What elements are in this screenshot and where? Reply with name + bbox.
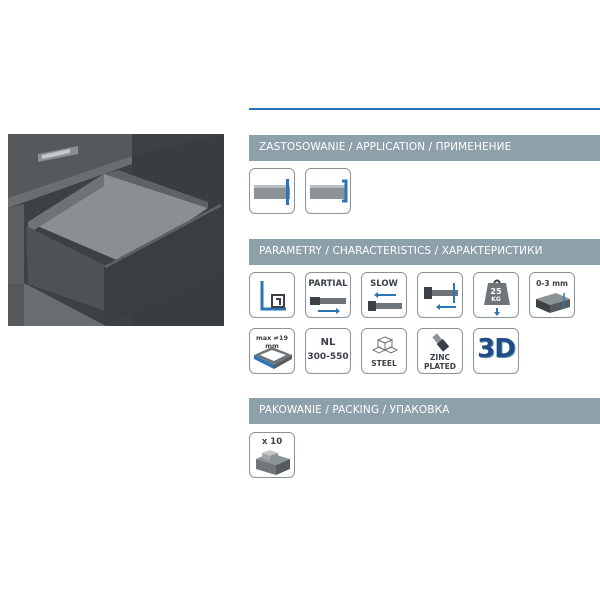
zinc-label-line1: ZINC: [429, 353, 450, 362]
top-accent-rule: [249, 108, 600, 110]
packing-box-icon: x 10: [249, 432, 295, 478]
steel-label: STEEL: [371, 359, 397, 368]
packing-section-header: PAKOWANIE / PACKING / УПАКОВКА: [249, 398, 600, 424]
adjust-label: 0-3 mm: [536, 279, 568, 288]
3d-label: 3D: [477, 334, 516, 364]
load-unit: KG: [491, 296, 501, 303]
steel-material-icon: STEEL: [361, 328, 407, 374]
load-capacity-icon: 25 KG: [473, 272, 519, 318]
drawer-product-image: [8, 134, 224, 326]
height-adjustment-icon: 0-3 mm: [529, 272, 575, 318]
application-section-header: ZASTOSOWANIE / APPLICATION / ПРИМЕНЕНИЕ: [249, 135, 600, 161]
profile-section-icon: [249, 272, 295, 318]
characteristics-section-title: PARAMETRY / CHARACTERISTICS / ХАРАКТЕРИС…: [259, 245, 543, 257]
zinc-plated-icon: ZINC PLATED: [417, 328, 463, 374]
nominal-length-icon: NL 300-550: [305, 328, 351, 374]
partial-extension-icon: PARTIAL: [305, 272, 351, 318]
application-bottom-mount-icon: [305, 168, 351, 214]
partial-label: PARTIAL: [308, 279, 348, 289]
packing-section-title: PAKOWANIE / PACKING / УПАКОВКА: [259, 404, 450, 416]
nl-range: 300-550: [307, 352, 349, 362]
push-open-icon: [417, 272, 463, 318]
application-side-mount-icon: [249, 168, 295, 214]
application-section-title: ZASTOSOWANIE / APPLICATION / ПРИМЕНЕНИЕ: [259, 141, 512, 153]
pack-quantity: x 10: [261, 437, 283, 447]
zinc-label-line2: PLATED: [424, 362, 456, 371]
soft-close-icon: SLOW: [361, 272, 407, 318]
characteristics-section-header: PARAMETRY / CHARACTERISTICS / ХАРАКТЕРИС…: [249, 239, 600, 265]
load-value: 25: [490, 287, 502, 296]
slow-label: SLOW: [370, 279, 398, 289]
3d-adjustment-icon: 3D: [473, 328, 519, 374]
max-panel-thickness-icon: max ≠19 mm: [249, 328, 295, 374]
nl-label: NL: [320, 337, 336, 348]
max-thickness-label: max ≠19 mm: [255, 334, 289, 350]
